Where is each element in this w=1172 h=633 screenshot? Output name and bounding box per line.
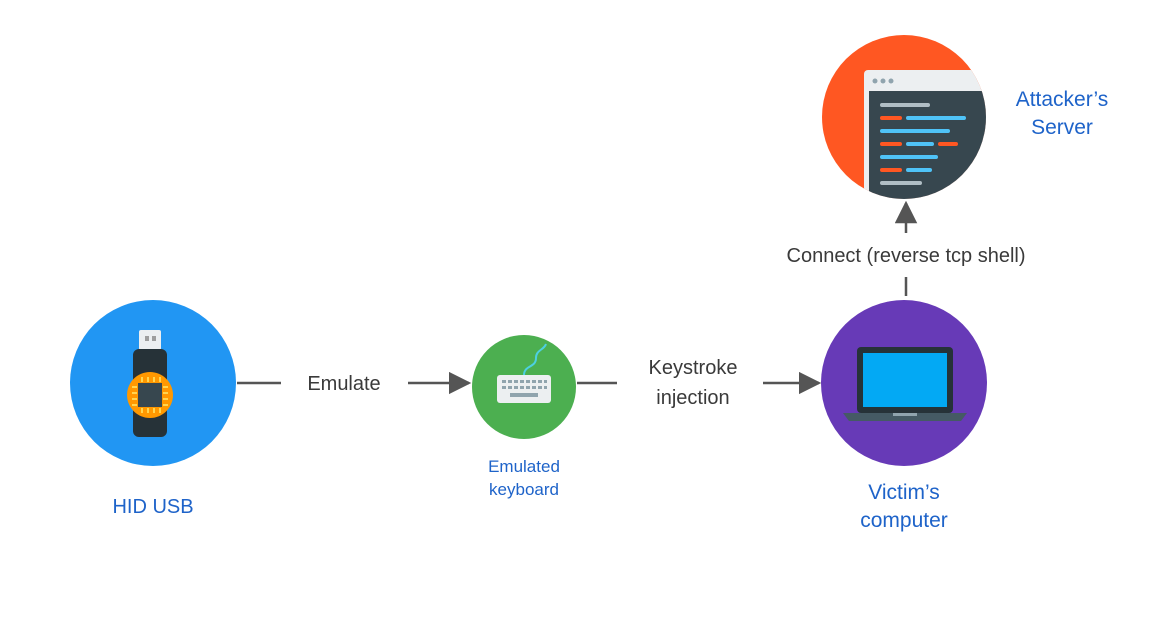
emulate-edge: Emulate (237, 371, 472, 395)
hid-usb-label: HID USB (112, 496, 193, 518)
attacker-server-node: Attacker’s Server (822, 35, 1109, 199)
terminal-window-icon (864, 70, 986, 199)
victim-computer-node: Victim’s computer (821, 300, 987, 532)
laptop-icon (843, 347, 967, 421)
hid-usb-node: HID USB (70, 300, 236, 518)
keyboard-label-line1: Emulated (488, 457, 560, 476)
usb-drive-icon (127, 330, 173, 437)
server-label-line2: Server (1031, 116, 1093, 139)
victim-label-line1: Victim’s (868, 481, 940, 504)
connect-label: Connect (reverse tcp shell) (787, 245, 1026, 267)
keystroke-label-line1: Keystroke (649, 357, 738, 379)
keyboard-label-line2: keyboard (489, 480, 559, 499)
victim-label-line2: computer (860, 509, 948, 532)
server-label-line1: Attacker’s (1016, 88, 1109, 111)
emulated-keyboard-node: Emulated keyboard (472, 335, 576, 499)
connect-edge: Connect (reverse tcp shell) (787, 200, 1026, 296)
keystroke-label-line2: injection (656, 387, 729, 409)
keyboard-icon (497, 343, 551, 403)
keystroke-edge: Keystroke injection (577, 357, 822, 409)
emulate-label: Emulate (307, 373, 380, 395)
